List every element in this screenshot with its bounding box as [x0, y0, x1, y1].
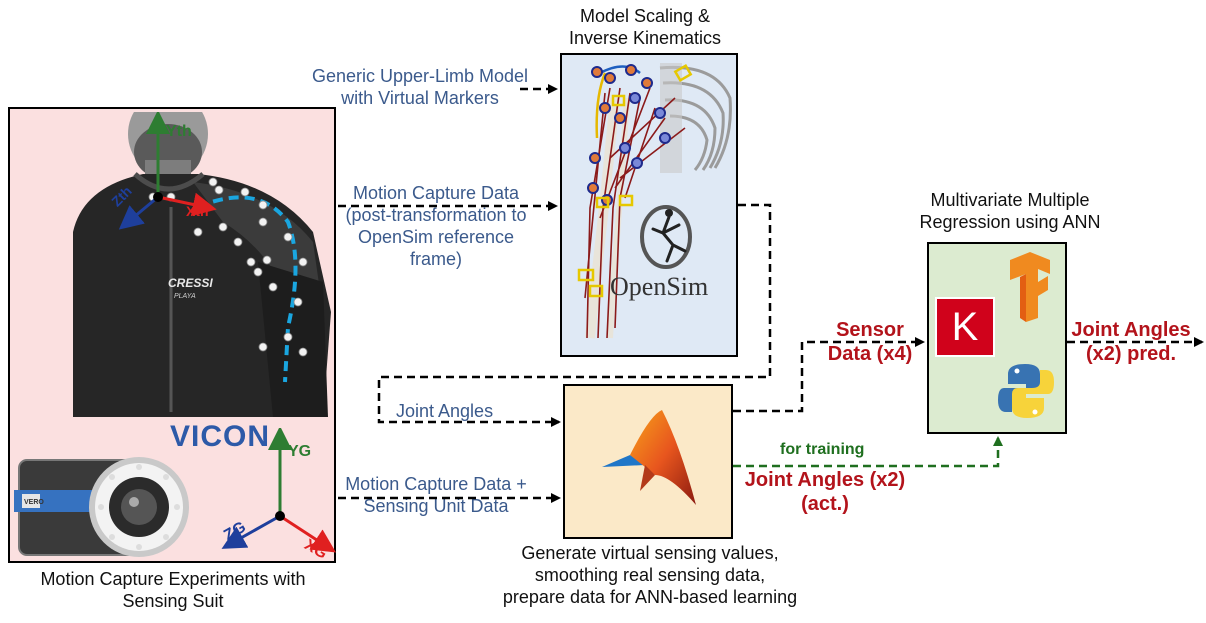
arrow-joint-angles-loop	[377, 203, 772, 427]
processing-caption-line2: smoothing real sensing data,	[534, 564, 766, 585]
generic-model-label-line2: with Virtual Markers	[341, 87, 499, 108]
matlab-logo-icon	[602, 410, 696, 505]
arrow-training-path	[733, 436, 1003, 468]
shirt-brand-text: CRESSI	[168, 276, 213, 290]
opensim-logo-text: OpenSim	[610, 272, 709, 301]
axis-label-yth: Yth	[166, 123, 192, 140]
motion-capture-caption-line1: Motion Capture Experiments with	[40, 569, 306, 589]
camera-label-text: VERO	[24, 499, 44, 506]
generic-model-label: Generic Upper-Limb Model with Virtual Ma…	[290, 66, 550, 110]
shirt-sub-text: PLAYA	[174, 293, 196, 300]
mocap-data-label-line1: Motion Capture Data	[352, 183, 520, 203]
ann-title-line2: Regression using ANN	[919, 211, 1101, 232]
mocap-sensing-label-line1: Motion Capture Data +	[345, 474, 527, 494]
keras-logo-icon: K	[935, 297, 995, 357]
axis-label-yg: YG	[288, 443, 312, 460]
processing-caption-line3: prepare data for ANN-based learning	[502, 586, 798, 607]
global-axes	[221, 428, 336, 553]
arrow-sensor-data	[733, 337, 925, 413]
joint-angles-actual-label: Joint Angles (x2) (act.)	[730, 468, 920, 517]
joint-angles-actual-label-line1: Joint Angles (x2)	[744, 469, 906, 491]
joint-angles-predicted-label-line1: Joint Angles	[1071, 319, 1191, 341]
joint-angles-input-label: Joint Angles	[396, 401, 494, 421]
mocap-sensing-label-line2: Sensing Unit Data	[363, 495, 509, 516]
vicon-camera: VERO	[14, 457, 189, 557]
tensorflow-logo-icon	[1010, 252, 1050, 322]
keras-logo-letter: K	[951, 304, 979, 349]
joint-angles-predicted-label: Joint Angles (x2) pred.	[1064, 318, 1198, 367]
ann-title: Multivariate Multiple Regression using A…	[890, 190, 1130, 234]
processing-caption: Generate virtual sensing values, smoothi…	[470, 543, 830, 609]
processing-caption-line1: Generate virtual sensing values,	[521, 543, 779, 563]
model-scaling-title-line2: Inverse Kinematics	[568, 27, 722, 48]
sensor-data-label-line2: Data (x4)	[827, 343, 913, 366]
axis-label-xth: Xth	[186, 203, 209, 219]
for-training-label: for training	[780, 441, 865, 458]
motion-capture-caption-line2: Sensing Suit	[122, 590, 224, 611]
mocap-sensing-label: Motion Capture Data + Sensing Unit Data	[336, 474, 536, 518]
mocap-data-label-line2: (post-transformation to	[345, 204, 527, 225]
thorax-axes	[118, 112, 217, 230]
mocap-data-label: Motion Capture Data (post-transformation…	[336, 183, 536, 271]
vicon-logo: VICON	[170, 420, 271, 453]
model-scaling-title-line1: Model Scaling &	[579, 6, 711, 26]
mocap-data-label-line3: OpenSim reference	[357, 226, 515, 247]
ann-title-line1: Multivariate Multiple	[930, 190, 1090, 210]
sensor-data-label: Sensor Data (x4)	[800, 318, 940, 367]
joint-angles-actual-label-line2: (act.)	[801, 493, 849, 516]
joint-angles-predicted-label-line2: (x2) pred.	[1085, 343, 1177, 366]
generic-model-label-line1: Generic Upper-Limb Model	[311, 66, 529, 86]
sensor-data-label-line1: Sensor	[836, 319, 904, 341]
opensim-logo-icon	[640, 205, 692, 269]
python-logo-icon	[998, 364, 1054, 418]
mocap-data-label-line4: frame)	[409, 248, 462, 269]
model-scaling-title: Model Scaling & Inverse Kinematics	[540, 6, 750, 50]
upper-limb-model-illustration	[577, 63, 732, 339]
motion-capture-caption: Motion Capture Experiments with Sensing …	[8, 569, 338, 613]
subject-photo: CRESSI PLAYA	[73, 112, 333, 417]
